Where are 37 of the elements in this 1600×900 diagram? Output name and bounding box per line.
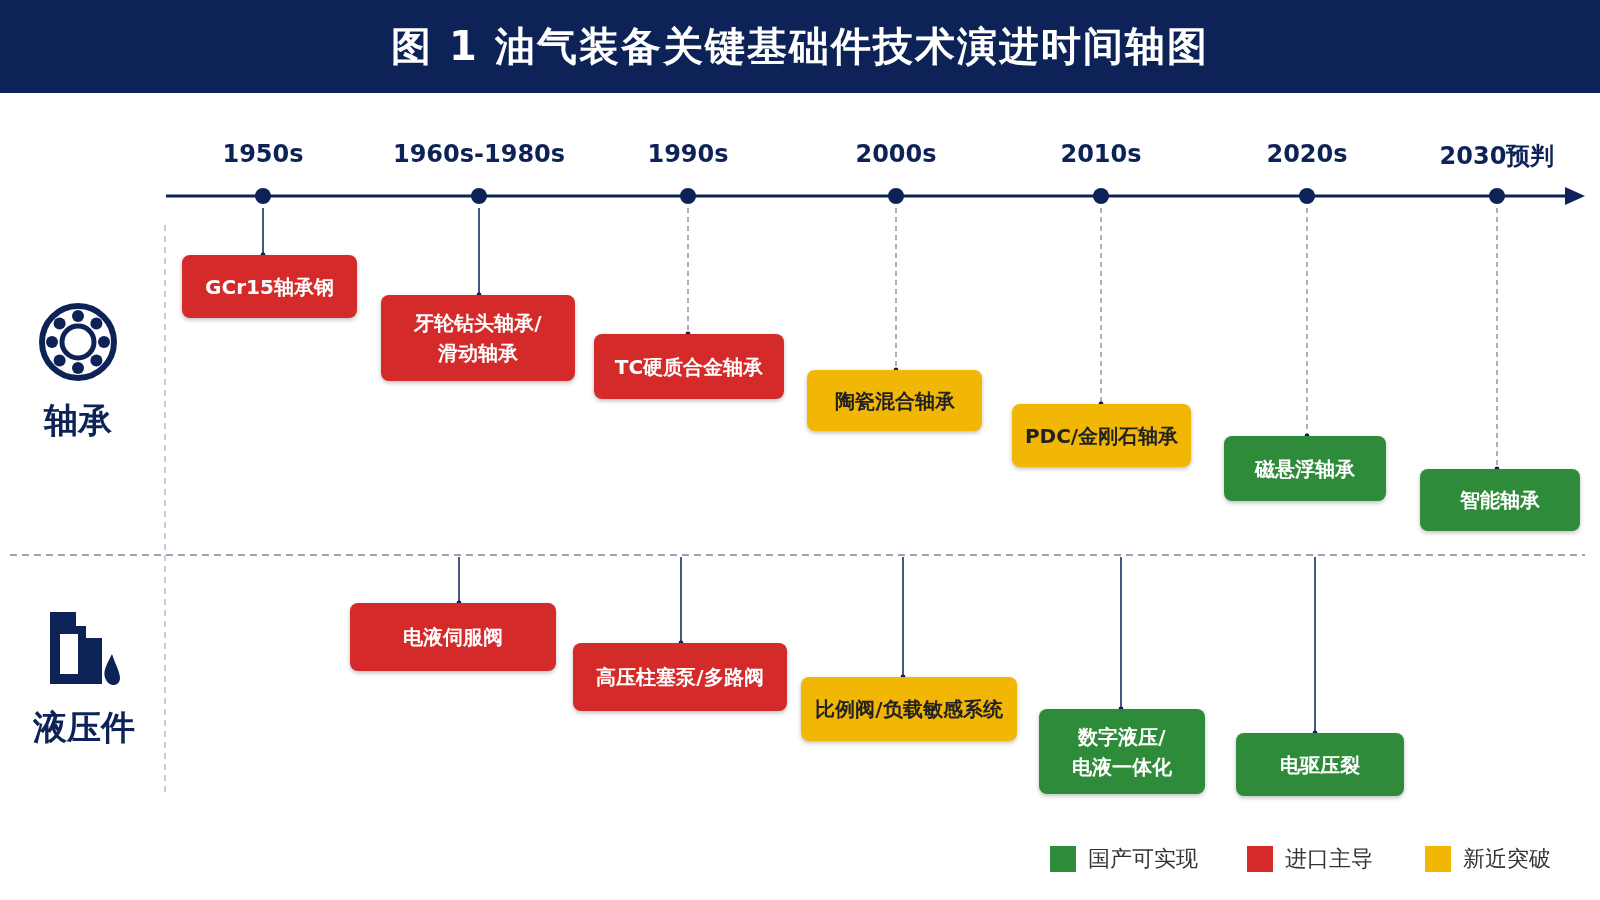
leader-line bbox=[685, 207, 691, 337]
technology-box: 磁悬浮轴承 bbox=[1224, 436, 1386, 501]
technology-box: TC硬质合金轴承 bbox=[594, 334, 784, 399]
year-label: 2000s bbox=[854, 140, 938, 168]
legend-label: 国产可实现 bbox=[1088, 845, 1198, 873]
leader-line bbox=[1494, 207, 1500, 472]
leader-line bbox=[1118, 556, 1124, 712]
title-bar: 图 1 油气装备关键基础件技术演进时间轴图 bbox=[0, 0, 1600, 93]
year-label: 2010s bbox=[1059, 140, 1143, 168]
technology-box: 高压柱塞泵/多路阀 bbox=[573, 643, 787, 711]
technology-box: 电驱压裂 bbox=[1236, 733, 1404, 796]
leader-line bbox=[1304, 207, 1310, 439]
year-label: 2030预判 bbox=[1438, 141, 1556, 172]
year-label: 1990s bbox=[646, 140, 730, 168]
category-label: 液压件 bbox=[32, 706, 136, 749]
category-label: 轴承 bbox=[42, 399, 113, 442]
technology-box: 牙轮钻头轴承/滑动轴承 bbox=[381, 295, 575, 381]
leader-line bbox=[1312, 556, 1318, 736]
legend-label: 新近突破 bbox=[1463, 845, 1551, 873]
leader-line bbox=[456, 556, 462, 606]
leader-line bbox=[893, 207, 899, 373]
technology-box: 智能轴承 bbox=[1420, 469, 1580, 531]
technology-box: 数字液压/电液一体化 bbox=[1039, 709, 1205, 794]
year-label: 1960s-1980s bbox=[391, 140, 567, 168]
leader-line bbox=[260, 207, 266, 258]
technology-box: PDC/金刚石轴承 bbox=[1012, 404, 1191, 467]
year-label: 2020s bbox=[1265, 140, 1349, 168]
year-label: 1950s bbox=[221, 140, 305, 168]
legend-label: 进口主导 bbox=[1285, 845, 1373, 873]
technology-box: 陶瓷混合轴承 bbox=[807, 370, 982, 431]
leader-line bbox=[1098, 207, 1104, 407]
leader-line bbox=[678, 556, 684, 646]
technology-box: 比例阀/负载敏感系统 bbox=[801, 677, 1017, 741]
technology-box: GCr15轴承钢 bbox=[182, 255, 357, 318]
leader-line bbox=[900, 556, 906, 680]
leader-line bbox=[476, 207, 482, 298]
technology-box: 电液伺服阀 bbox=[350, 603, 556, 671]
